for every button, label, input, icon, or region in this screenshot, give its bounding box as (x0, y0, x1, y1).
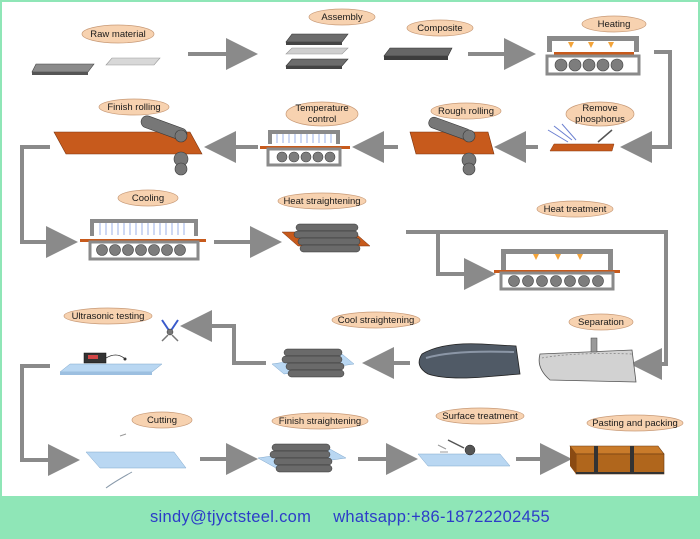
svg-text:Surface treatment: Surface treatment (442, 411, 518, 422)
cutting-icon (85, 433, 187, 489)
arrow (406, 230, 668, 380)
heat-straightening-icon (281, 223, 371, 253)
assembly-icon (285, 33, 349, 69)
remove-phosphorus-icon (547, 123, 615, 152)
label-remove-phosphorus: Remove phosphorus (565, 101, 635, 127)
label-heat-straightening: Heat straightening (277, 192, 367, 210)
raw-material-icon (31, 57, 161, 75)
svg-text:phosphorus: phosphorus (575, 114, 625, 125)
whatsapp-contact[interactable]: whatsapp:+86-18722202455 (333, 508, 551, 526)
label-temperature-control: Temperature control (285, 101, 359, 127)
svg-text:Remove: Remove (582, 103, 617, 114)
heating-furnace-icon (545, 36, 641, 76)
svg-text:Heat straightening: Heat straightening (283, 196, 360, 207)
label-cooling: Cooling (117, 189, 179, 207)
arrow (180, 310, 266, 365)
cooling-icon (80, 219, 206, 261)
label-ultrasonic-testing: Ultrasonic testing (63, 307, 153, 325)
label-separation: Separation (568, 313, 634, 331)
email-contact[interactable]: sindy@tjyctsteel.com (149, 508, 312, 526)
ultrasonic-testing-icon (59, 319, 179, 375)
heat-treatment-icon (494, 249, 620, 291)
svg-text:Finish rolling: Finish rolling (107, 102, 160, 113)
svg-text:Heat treatment: Heat treatment (544, 204, 607, 215)
svg-text:Pasting and packing: Pasting and packing (592, 418, 678, 429)
probe-icon (161, 319, 179, 342)
svg-text:Cooling: Cooling (132, 193, 164, 204)
svg-text:Finish straightening: Finish straightening (279, 416, 361, 427)
label-rough-rolling: Rough rolling (430, 102, 502, 120)
label-heating: Heating (581, 15, 647, 33)
arrow (620, 50, 672, 163)
rolled-plate-icon (418, 343, 521, 379)
arrow (436, 232, 496, 290)
label-finish-straightening: Finish straightening (271, 412, 369, 430)
finish-straightening-icon (257, 443, 347, 473)
svg-text:Rough rolling: Rough rolling (438, 106, 494, 117)
label-surface-treatment: Surface treatment (435, 407, 525, 425)
arrow (20, 145, 78, 258)
flow-diagram: Raw material Assembly Composite (20, 8, 684, 489)
surface-treatment-icon (417, 439, 511, 467)
temperature-control-icon (260, 130, 350, 167)
label-heat-treatment: Heat treatment (536, 200, 614, 218)
svg-text:Heating: Heating (598, 19, 631, 30)
svg-text:Assembly: Assembly (321, 12, 362, 23)
svg-text:Cool straightening: Cool straightening (338, 315, 415, 326)
label-finish-rolling: Finish rolling (98, 98, 170, 116)
separation-icon (538, 337, 637, 383)
label-raw-material: Raw material (81, 24, 155, 44)
label-pasting-and-packing: Pasting and packing (586, 414, 684, 432)
cool-straightening-icon (271, 348, 355, 378)
arrow (20, 364, 80, 476)
finish-rolling-icon (53, 115, 203, 176)
label-cool-straightening: Cool straightening (331, 311, 421, 329)
label-assembly: Assembly (308, 8, 376, 26)
svg-text:Ultrasonic testing: Ultrasonic testing (72, 311, 145, 322)
svg-text:Composite: Composite (417, 23, 462, 34)
rough-rolling-icon (409, 116, 495, 176)
label-composite: Composite (406, 19, 474, 37)
svg-text:Separation: Separation (578, 317, 624, 328)
contact-footer: sindy@tjyctsteel.com whatsapp:+86-187222… (2, 496, 698, 539)
svg-text:Cutting: Cutting (147, 415, 177, 426)
svg-text:Temperature: Temperature (295, 103, 348, 114)
composite-icon (383, 47, 453, 60)
svg-text:Raw material: Raw material (90, 29, 145, 40)
pasting-and-packing-icon (569, 445, 665, 475)
label-cutting: Cutting (131, 411, 193, 429)
svg-text:control: control (308, 114, 337, 125)
